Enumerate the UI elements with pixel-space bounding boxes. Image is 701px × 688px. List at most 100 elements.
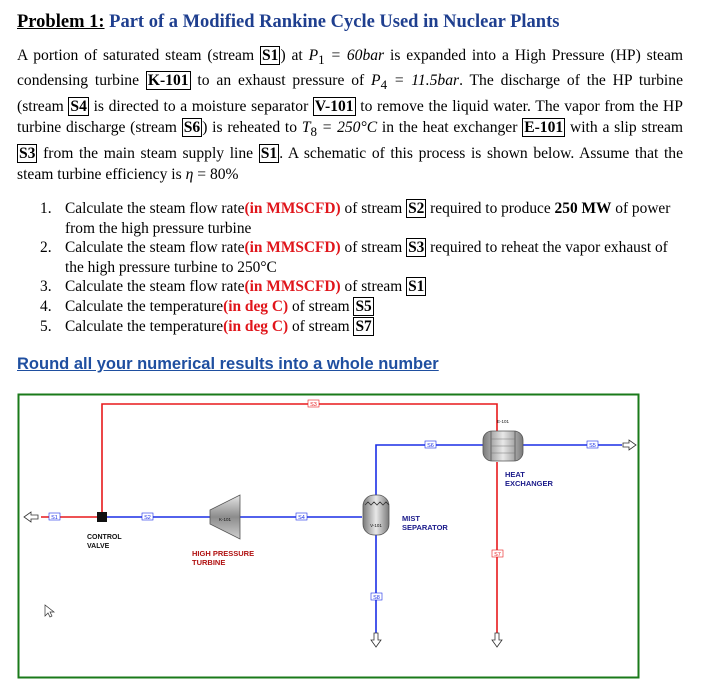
- text: Calculate the steam flow rate: [65, 278, 245, 296]
- text: of stream: [340, 278, 407, 296]
- separator-tag: V-101: [370, 523, 382, 528]
- p1-symbol: P: [308, 47, 319, 64]
- text: in the heat exchanger: [377, 119, 523, 137]
- text: of power from the high pressure turbine: [65, 200, 671, 237]
- text: from the main steam supply line: [37, 144, 259, 162]
- text: Calculate the temperature: [65, 297, 224, 315]
- question-number: 1.: [40, 200, 52, 217]
- tag-s6: S6: [424, 440, 437, 449]
- eta-symbol: η: [185, 165, 194, 183]
- tag-s1: S1: [48, 512, 61, 521]
- tag-s3: S3: [307, 399, 320, 408]
- tag-s2: S2: [141, 512, 154, 521]
- tag-label: S7: [494, 552, 501, 558]
- flow-arrows: [23, 439, 637, 648]
- vapor-lines: [107, 444, 622, 633]
- exchanger-label: EXCHANGER: [505, 479, 554, 488]
- down-arrow-icon: [370, 632, 382, 648]
- exchanger-label: HEAT: [505, 470, 525, 479]
- question-number: 3.: [40, 278, 52, 296]
- inlet-arrow-icon: [23, 511, 39, 523]
- text: . A schematic of this process is shown b…: [17, 144, 683, 183]
- equipment-ref-e101: E-101: [522, 118, 566, 138]
- control-valve: [97, 512, 107, 522]
- t8-value: = 250°C: [321, 119, 378, 137]
- rounding-note: Round all your numerical results into a …: [17, 355, 439, 373]
- tag-label: S2: [144, 515, 151, 521]
- text: is directed to a moisture separator: [88, 97, 313, 115]
- text: of stream: [340, 239, 407, 257]
- stream-ref: S7: [353, 316, 374, 336]
- unit-highlight: (in MMSCFD): [244, 200, 341, 217]
- tag-label: S4: [298, 515, 305, 521]
- question-item: 4. Calculate the temperature(in deg C) o…: [40, 296, 680, 317]
- unit-highlight: (in MMSCFD): [244, 239, 341, 257]
- turbine-label: HIGH PRESSURE: [192, 549, 254, 558]
- text: A portion of saturated steam (stream: [17, 47, 260, 64]
- steam-lines: [41, 403, 498, 633]
- power-value: 250 MW: [554, 200, 612, 217]
- control-valve-label: CONTROL: [87, 534, 122, 541]
- stream-ref: S2: [406, 199, 427, 218]
- mist-separator: [362, 494, 390, 536]
- separator-label: SEPARATOR: [402, 523, 448, 532]
- equipment-ref-v101: V-101: [312, 96, 356, 116]
- equipment-ref-k101: K-101: [145, 71, 191, 91]
- turbine-tag: K-101: [219, 517, 232, 522]
- tag-label: S6: [427, 443, 434, 449]
- problem-heading: Part of a Modified Rankine Cycle Used in…: [109, 12, 560, 32]
- stream-ref-s4: S4: [68, 96, 89, 116]
- diagram-border: [17, 393, 640, 679]
- problem-title: Problem 1: Part of a Modified Rankine Cy…: [17, 12, 559, 33]
- question-text: Calculate the steam flow rate(in MMSCFD)…: [65, 199, 680, 238]
- tag-label: S3: [310, 402, 317, 408]
- question-list: 1. Calculate the steam flow rate(in MMSC…: [40, 199, 680, 336]
- text: Calculate the steam flow rate: [65, 200, 245, 217]
- text: Calculate the temperature: [65, 317, 224, 335]
- unit-highlight: (in deg C): [223, 297, 289, 315]
- tag-label: S8: [373, 595, 380, 601]
- text: required to produce: [426, 200, 555, 217]
- down-arrow-icon: [491, 632, 503, 648]
- p1-value: = 60bar: [330, 47, 385, 64]
- question-item: 1. Calculate the steam flow rate(in MMSC…: [40, 199, 680, 238]
- text: with a slip stream: [565, 119, 684, 137]
- tag-s8: S8: [370, 592, 383, 601]
- stream-ref-s1: S1: [258, 143, 280, 163]
- stream-ref-s3: S3: [17, 143, 38, 163]
- process-schematic: S1 S2 S3 S4 S5 S6 S7 S8 CONTROL VALVE K-…: [17, 393, 640, 679]
- question-text: Calculate the temperature(in deg C) of s…: [65, 316, 374, 337]
- eta-value: = 80%: [197, 165, 239, 183]
- text: to an exhaust pressure of: [190, 72, 372, 90]
- stream-ref-s6: S6: [181, 118, 203, 138]
- unit-highlight: (in deg C): [223, 317, 289, 335]
- tag-label: S5: [589, 443, 596, 449]
- t8-symbol: T: [301, 119, 311, 137]
- question-number: 4.: [40, 297, 52, 315]
- text: . The discharge of the HP turbine (strea…: [17, 72, 683, 115]
- unit-highlight: (in MMSCFD): [244, 278, 341, 296]
- turbine-label: TURBINE: [192, 558, 225, 567]
- line-s3: [101, 403, 498, 517]
- text: Calculate the steam flow rate: [65, 239, 245, 257]
- tag-label: S1: [51, 515, 58, 521]
- text: ) is reheated to: [202, 119, 302, 137]
- question-item: 3. Calculate the steam flow rate(in MMSC…: [40, 277, 680, 297]
- tag-s7: S7: [491, 549, 504, 558]
- text: is expanded into a High Pressure (HP) st…: [17, 47, 683, 90]
- problem-description: A portion of saturated steam (stream S1)…: [17, 46, 684, 183]
- cursor-icon: [44, 604, 56, 618]
- stream-ref-s1: S1: [259, 46, 281, 65]
- question-text: Calculate the steam flow rate(in MMSCFD)…: [65, 277, 427, 297]
- question-item: 2. Calculate the steam flow rate(in MMSC…: [40, 238, 680, 277]
- separator-label: MIST: [402, 514, 420, 523]
- question-text: Calculate the steam flow rate(in MMSCFD)…: [65, 238, 680, 277]
- exchanger-tag: E-101: [497, 419, 510, 424]
- tag-s4: S4: [295, 512, 308, 521]
- turbine: [209, 494, 241, 540]
- control-valve-label: VALVE: [87, 543, 110, 550]
- problem-number: Problem 1:: [17, 12, 105, 32]
- text: of stream: [288, 297, 354, 315]
- question-text: Calculate the temperature(in deg C) of s…: [65, 296, 374, 317]
- p4-symbol: P: [371, 72, 381, 90]
